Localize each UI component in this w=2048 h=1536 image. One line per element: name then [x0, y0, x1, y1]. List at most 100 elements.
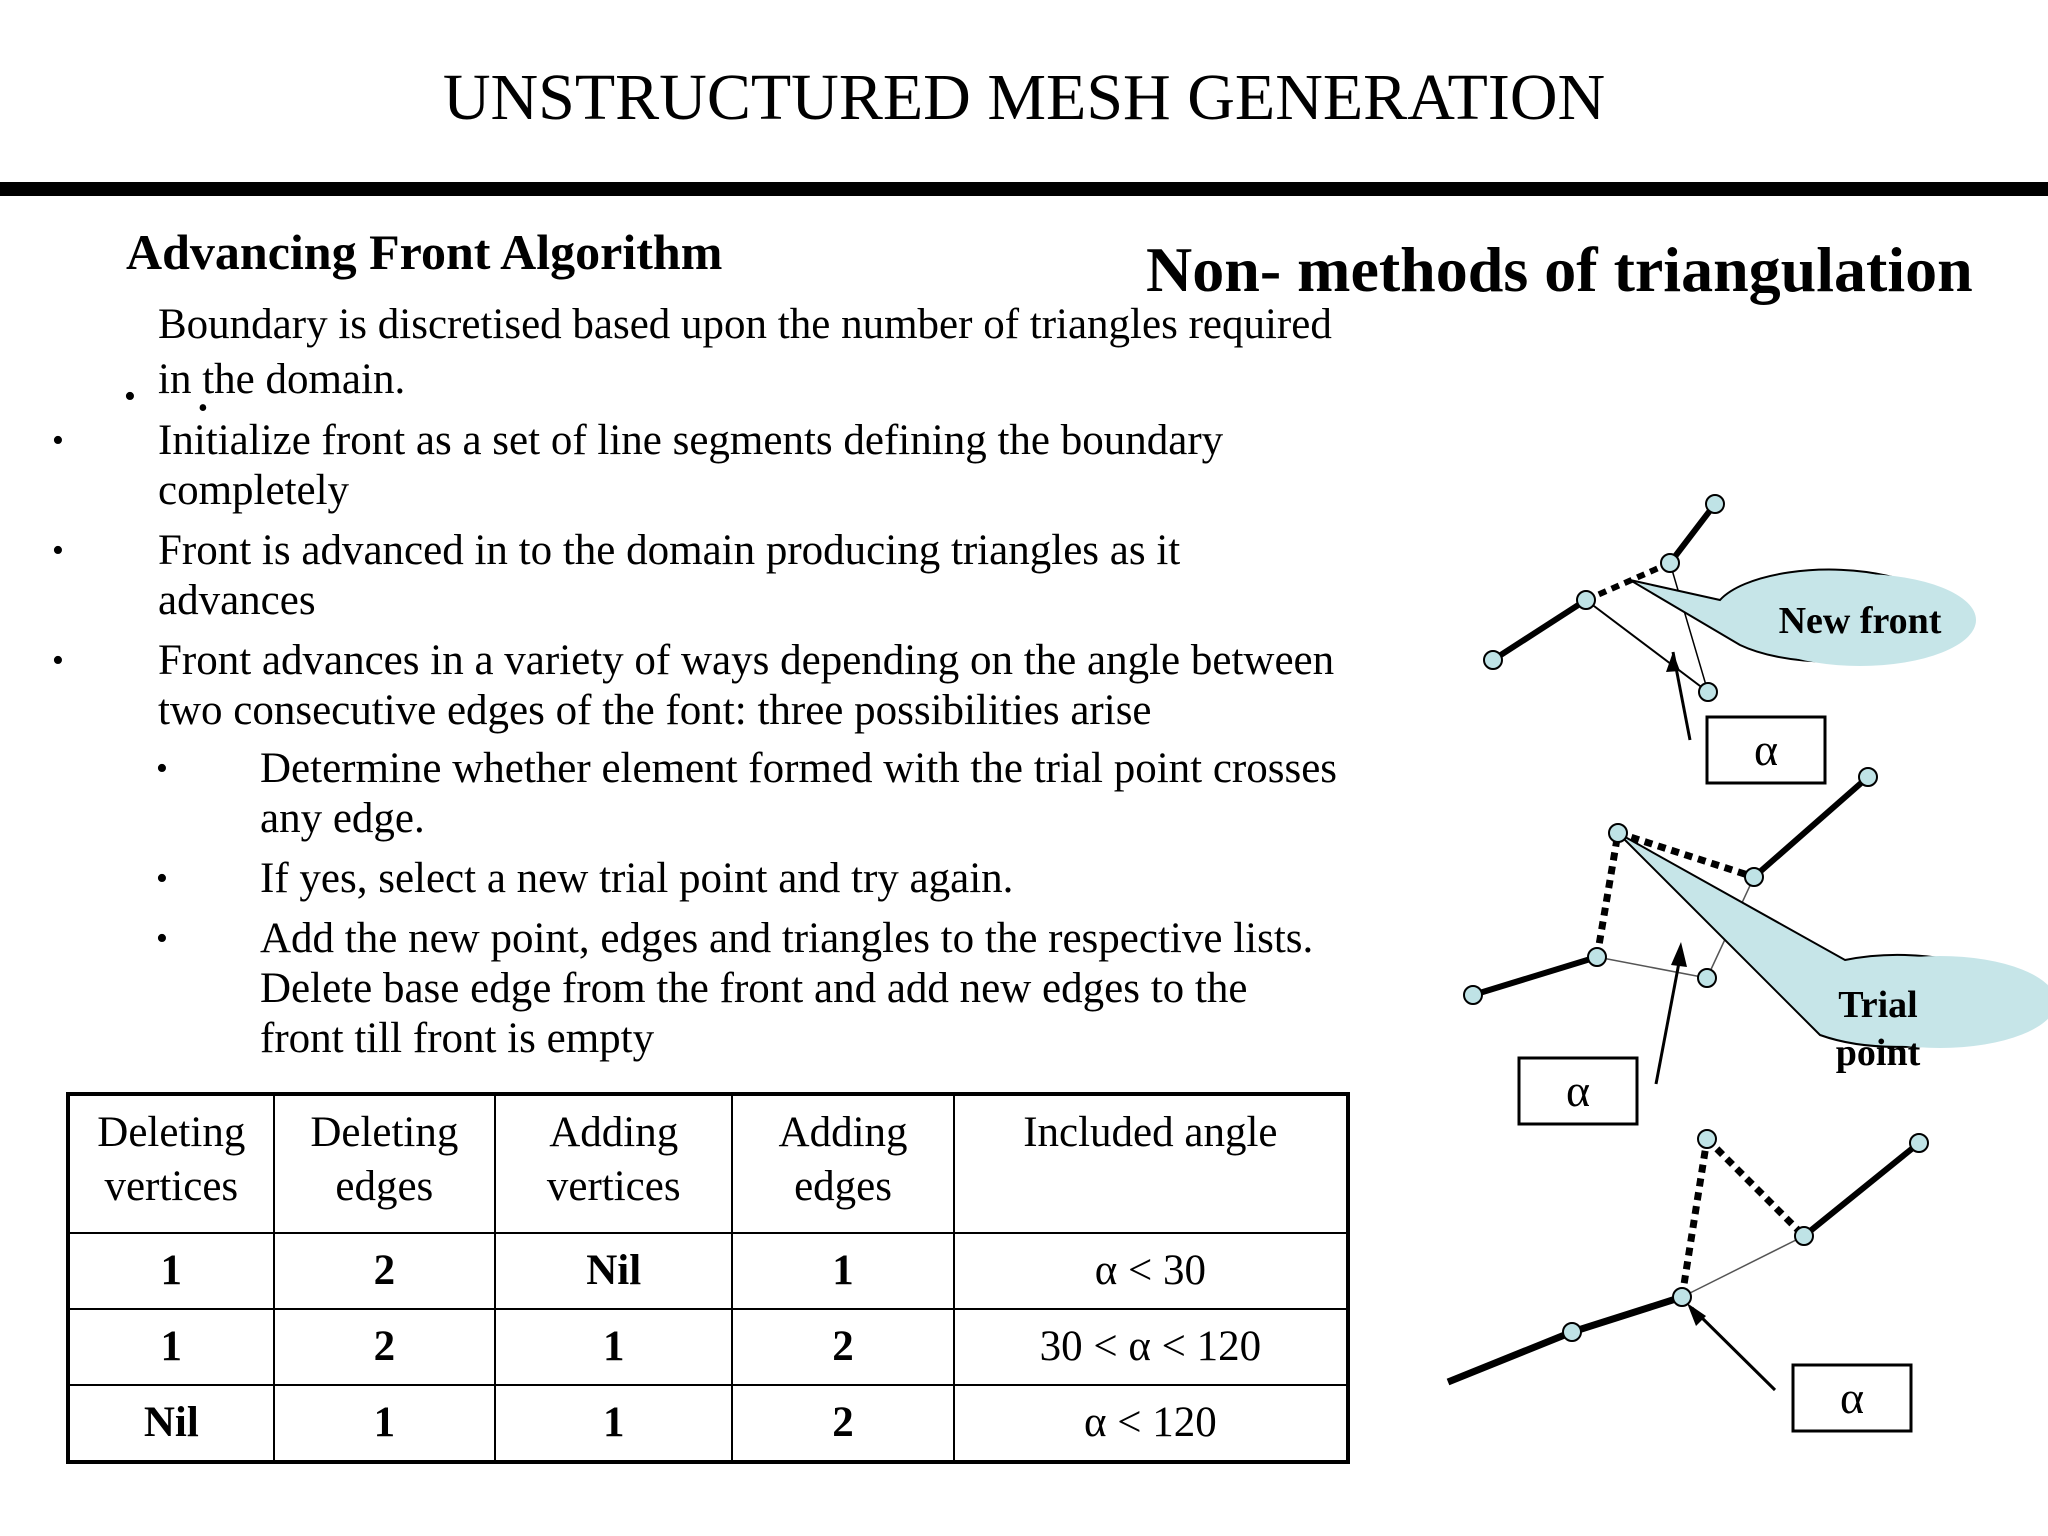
node	[1660, 553, 1680, 573]
callout-fill	[1824, 956, 2048, 1048]
node	[1463, 985, 1483, 1005]
table-cell: 1	[731, 1232, 955, 1310]
trial-node	[1608, 823, 1628, 843]
sub-bullet-2-line-1: If yes, select a new trial point and try…	[260, 855, 1014, 902]
sub-bullet-3-line-2: Delete base edge from the front and add …	[260, 965, 1248, 1012]
table-cell: 1	[67, 1232, 275, 1310]
thin-edge	[1669, 562, 1709, 693]
alpha-box	[1791, 1363, 1913, 1433]
thin-edge	[1596, 956, 1708, 979]
table-cell: 1	[494, 1308, 734, 1386]
node	[1576, 590, 1596, 610]
sub-bullet-1-line-2: any edge.	[260, 795, 425, 842]
table-cell: 2	[272, 1232, 497, 1310]
alpha-box	[1705, 715, 1827, 785]
intro-bullet: •	[124, 378, 136, 415]
table-cell: 2	[731, 1384, 955, 1463]
front-edge	[1570, 1293, 1684, 1336]
alpha-arrow	[1690, 1306, 1777, 1392]
alpha-label: α	[1754, 724, 1778, 775]
arrow-head	[1671, 942, 1687, 967]
thin-edge	[1585, 599, 1709, 693]
table-cell: 1	[494, 1384, 734, 1463]
node	[1744, 867, 1764, 887]
new-front-edge	[1678, 1138, 1711, 1298]
sub-bullet-1-line-1: Determine whether element formed with th…	[260, 745, 1338, 792]
bullet-2-line-1: Front is advanced in to the domain produ…	[158, 527, 1181, 574]
table-cell: 2	[731, 1308, 955, 1386]
alpha-label: α	[1566, 1065, 1590, 1116]
callout-fill	[1744, 574, 1976, 666]
thin-edge	[1681, 1235, 1805, 1298]
front-edge	[1752, 774, 1870, 880]
callout-trial-line-1: Trial	[1838, 984, 1918, 1026]
diagram-trial-point: Trial point α	[1463, 767, 2048, 1126]
alpha-arrow	[1654, 951, 1683, 1085]
callout-new-front: New front	[1779, 600, 1942, 642]
page-title: UNSTRUCTURED MESH GENERATION	[442, 61, 1606, 134]
new-front-edge	[1593, 832, 1622, 958]
advancing-front-diagrams: New front α Trial point α	[1446, 494, 2048, 1433]
front-edge	[1667, 502, 1718, 565]
node	[1858, 767, 1878, 787]
node	[1794, 1226, 1814, 1246]
bullet-marker: •	[52, 642, 64, 679]
front-edge	[1491, 597, 1588, 663]
bullet-3-line-2: two consecutive edges of the font: three…	[158, 687, 1152, 734]
table-cell: α < 120	[952, 1384, 1350, 1463]
bullet-3-line-1: Front advances in a variety of ways depe…	[158, 637, 1335, 684]
sub-bullet-marker: •	[156, 920, 168, 957]
node	[1672, 1287, 1692, 1307]
sub-bullet-marker: •	[156, 860, 168, 897]
table-row: 1 2 Nil 1 α < 30	[67, 1232, 1350, 1310]
node	[1909, 1133, 1929, 1153]
section-heading: Advancing Front Algorithm	[126, 224, 723, 280]
bullet-marker: •	[52, 532, 64, 569]
title-rule	[0, 182, 2048, 196]
alpha-box	[1517, 1056, 1639, 1126]
table-cell: 2	[272, 1308, 497, 1386]
node	[1697, 1129, 1717, 1149]
side-heading: Non- methods of triangulation	[1146, 234, 1973, 305]
callout-trial-line-2: point	[1836, 1032, 1921, 1074]
table-header-cell: Included angle	[952, 1093, 1350, 1234]
bullet-1-line-1: Initialize front as a set of line segmen…	[158, 417, 1224, 464]
new-front-edge	[1616, 829, 1756, 881]
node	[1587, 947, 1607, 967]
bullet-1-line-2: completely	[158, 467, 350, 514]
new-front-edge	[1704, 1136, 1807, 1239]
table-cell: 1	[272, 1384, 497, 1463]
front-edge	[1472, 954, 1598, 998]
diagram-new-front: New front α	[1483, 494, 1976, 785]
front-edge	[1802, 1140, 1921, 1239]
sub-bullet-3-line-1: Add the new point, edges and triangles t…	[260, 915, 1314, 962]
node	[1697, 968, 1717, 988]
stray-dot: •	[198, 393, 208, 424]
sub-bullet-3-line-3: front till front is empty	[260, 1015, 655, 1062]
front-edge	[1446, 1328, 1574, 1386]
node	[1562, 1322, 1582, 1342]
node	[1483, 650, 1503, 670]
new-front-edge	[1584, 560, 1672, 603]
table-row: 1 2 1 2 30 < α < 120	[67, 1308, 1350, 1386]
table-cell: Nil	[67, 1384, 275, 1463]
table-row: Nil 1 1 2 α < 120	[67, 1384, 1350, 1463]
intro-line-1: Boundary is discretised based upon the n…	[158, 301, 1332, 348]
node	[1705, 494, 1725, 514]
bullet-marker: •	[52, 422, 64, 459]
table-cell: Nil	[494, 1232, 734, 1310]
alpha-label: α	[1840, 1372, 1864, 1423]
table-cell: 30 < α < 120	[952, 1308, 1350, 1386]
table-cell: α < 30	[952, 1232, 1350, 1310]
diagram-two-new-edges: α	[1446, 1129, 1929, 1433]
table-cell: 1	[67, 1308, 275, 1386]
arrow-head	[1666, 652, 1680, 672]
bullet-2-line-2: advances	[158, 577, 316, 624]
sub-bullet-marker: •	[156, 750, 168, 787]
